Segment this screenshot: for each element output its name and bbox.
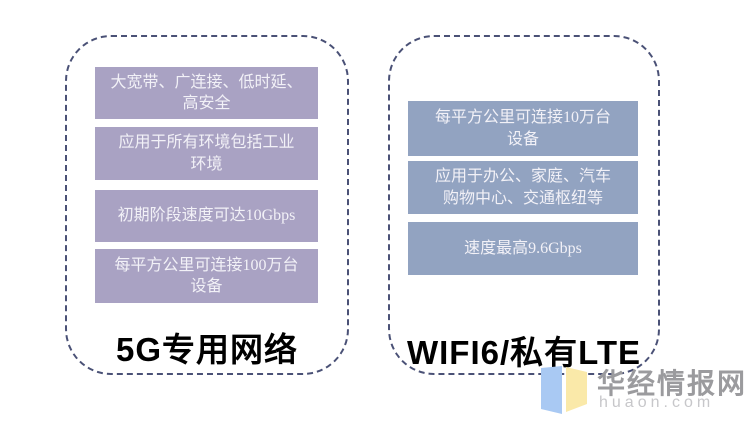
feature-box-5g-3: 初期阶段速度可达10Gbps bbox=[95, 190, 318, 242]
panel-title-wifi6: WIFI6/私有LTE bbox=[406, 334, 642, 371]
watermark-brand-text: 华经情报网 bbox=[597, 368, 748, 399]
watermark-domain-text: huaon.com bbox=[599, 394, 715, 411]
panel-wifi6-private-lte: 每平方公里可连接10万台 设备 应用于办公、家庭、汽车 购物中心、交通枢纽等 速… bbox=[388, 35, 660, 375]
feature-box-wifi6-2: 应用于办公、家庭、汽车 购物中心、交通枢纽等 bbox=[408, 161, 638, 214]
huaon-logo-right-page bbox=[566, 367, 587, 412]
feature-box-5g-4: 每平方公里可连接100万台 设备 bbox=[95, 249, 318, 303]
feature-box-5g-2: 应用于所有环境包括工业 环境 bbox=[95, 127, 318, 180]
watermark: 华经情报网 huaon.com bbox=[541, 360, 746, 430]
feature-box-wifi6-3: 速度最高9.6Gbps bbox=[408, 222, 638, 275]
huaon-logo-icon bbox=[541, 366, 587, 414]
panel-title-5g: 5G专用网络 bbox=[115, 331, 299, 368]
panel-5g-private-network: 大宽带、广连接、低时延、 高安全 应用于所有环境包括工业 环境 初期阶段速度可达… bbox=[65, 35, 349, 375]
feature-box-wifi6-1: 每平方公里可连接10万台 设备 bbox=[408, 101, 638, 156]
feature-box-5g-1: 大宽带、广连接、低时延、 高安全 bbox=[95, 67, 318, 119]
huaon-logo-left-page bbox=[541, 366, 562, 414]
